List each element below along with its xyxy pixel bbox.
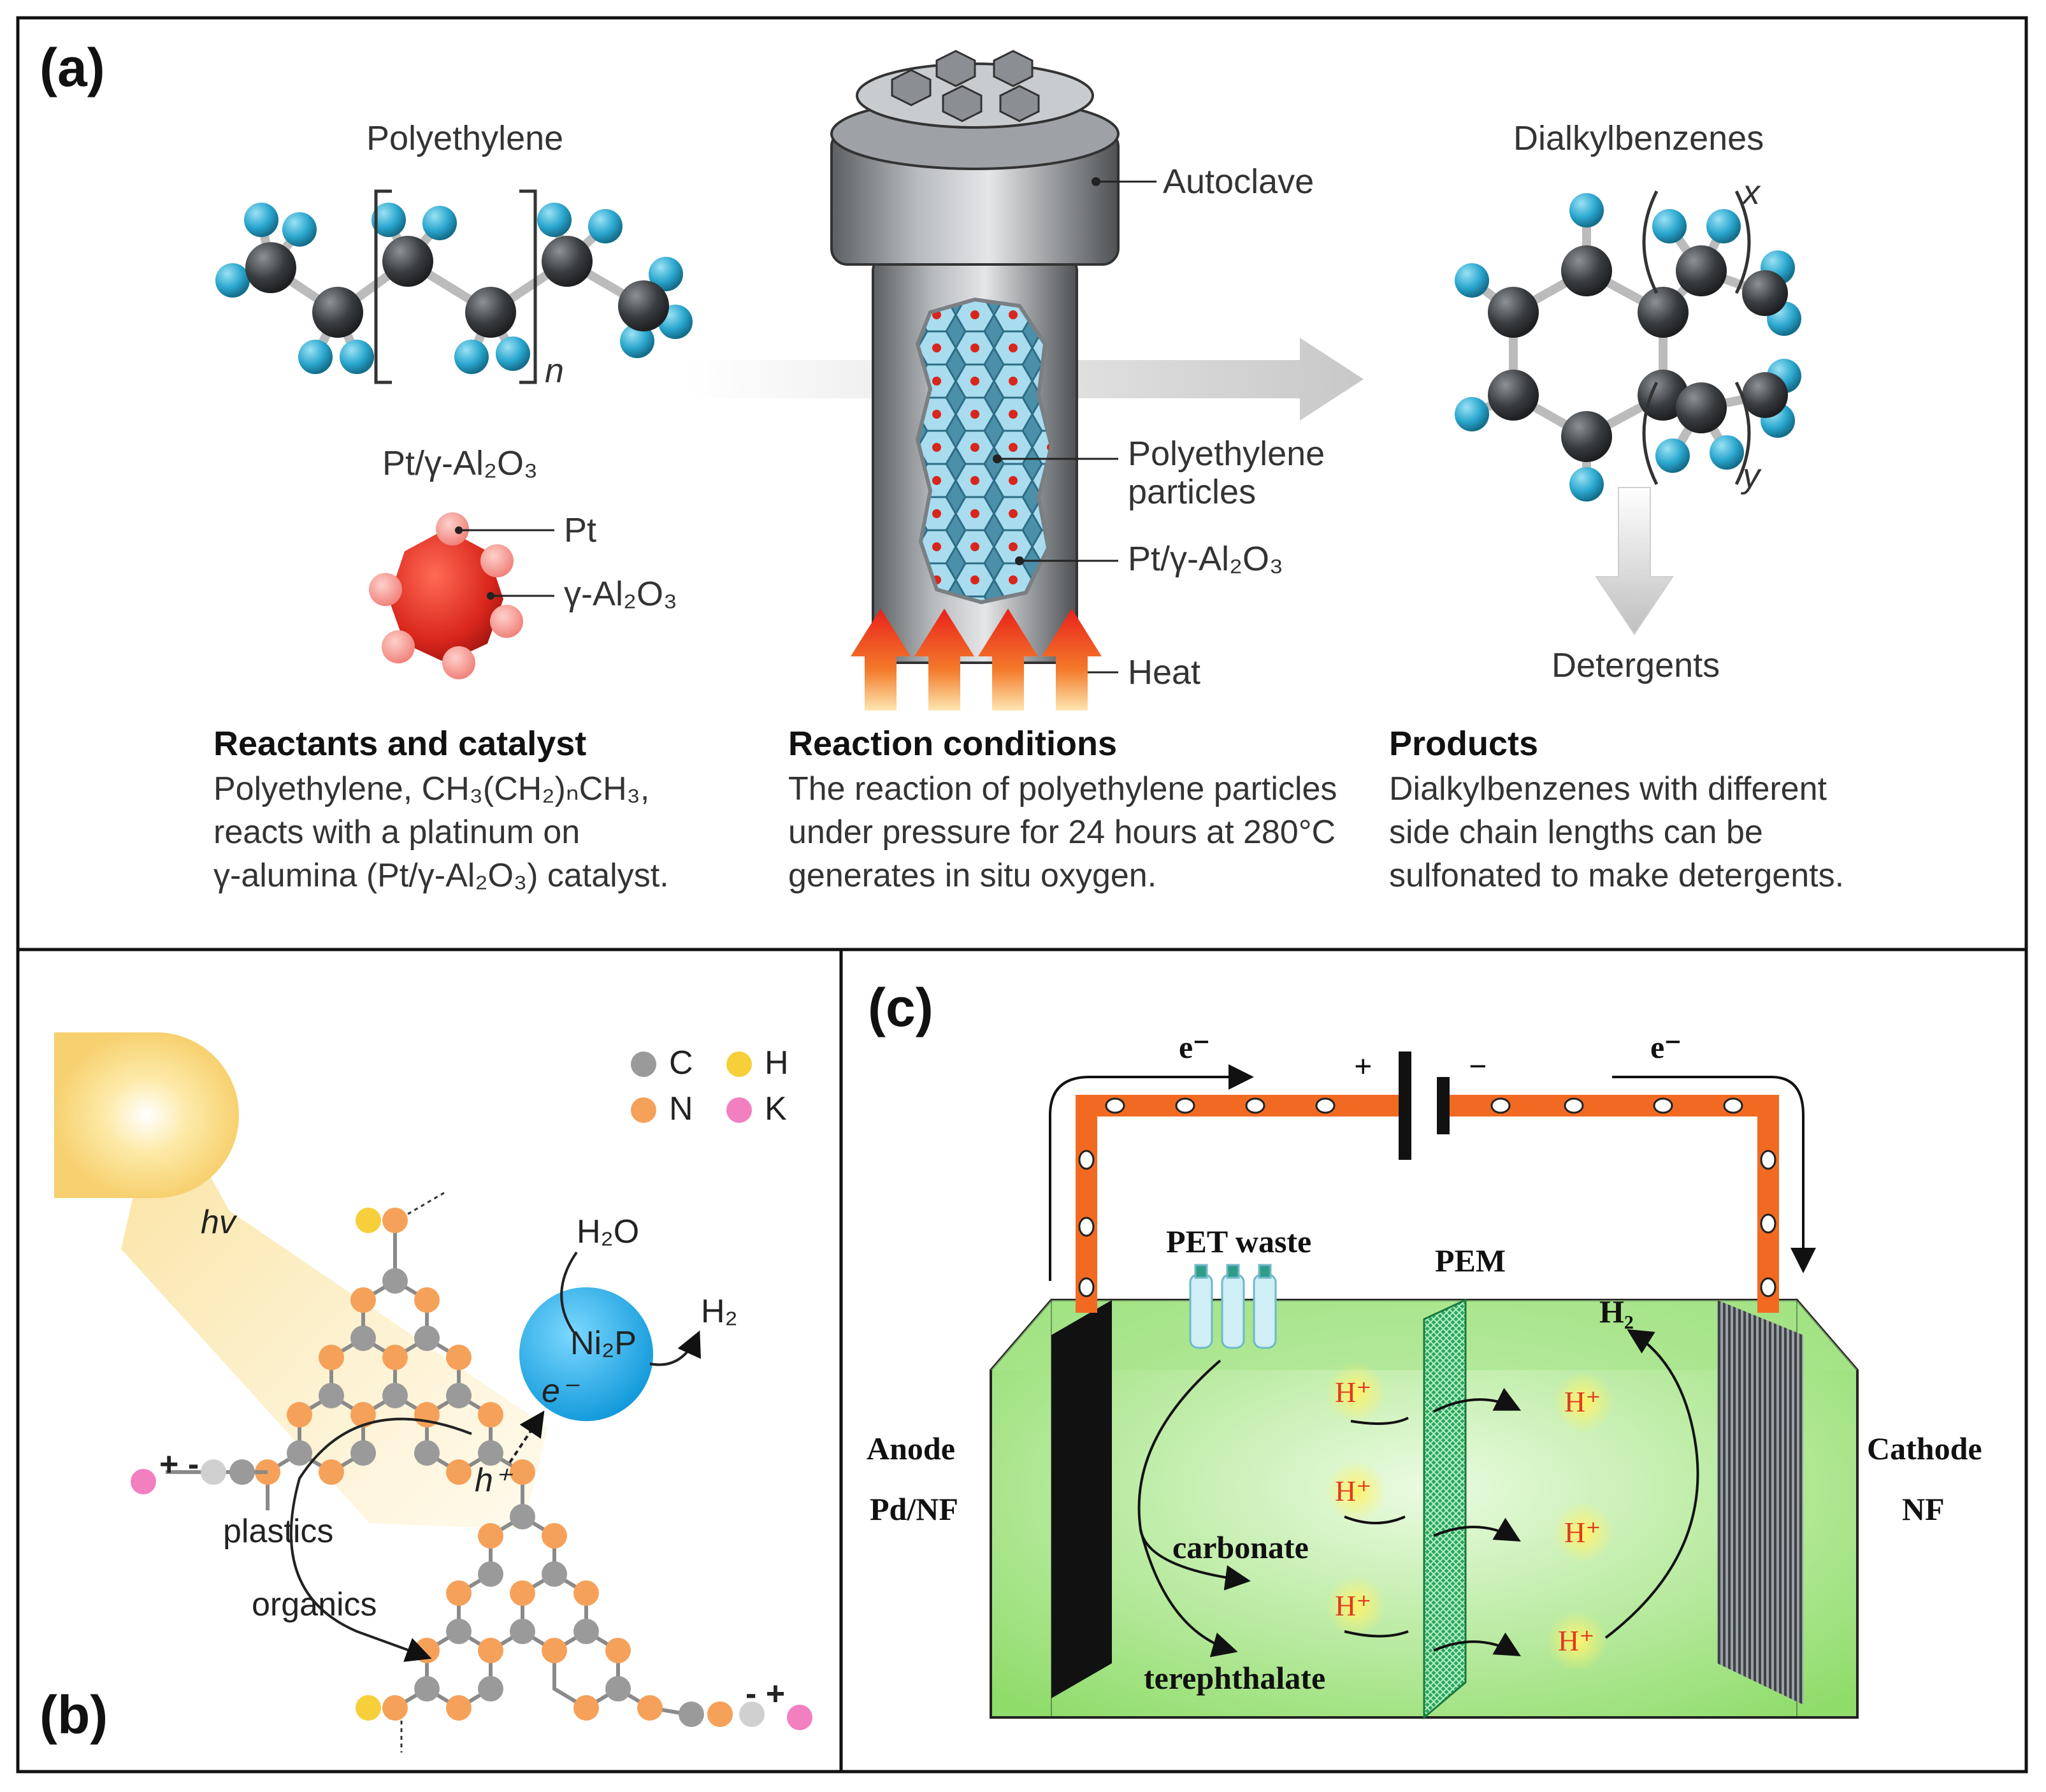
hv-label: hv [201, 1204, 238, 1241]
legend-k-label: K [765, 1090, 787, 1127]
heat-label: Heat [1128, 653, 1200, 691]
external-circuit [1049, 1051, 1816, 1313]
cathode-label: Cathode [1867, 1431, 1982, 1466]
battery-minus: − [1469, 1048, 1487, 1084]
catalyst-particle [369, 512, 554, 679]
caption-3-line-3: sulfonated to make detergents. [1389, 857, 1844, 894]
electron-right-label: e⁻ [1650, 1029, 1682, 1065]
pem-label: PEM [1435, 1243, 1506, 1278]
caption-2-line-2: under pressure for 24 hours at 280°C [788, 814, 1336, 851]
polyethylene-label: Polyethylene [366, 119, 563, 157]
caption-1-line-3: γ-alumina (Pt/γ-Al₂O₃) catalyst. [213, 857, 669, 894]
electron-left-label: e⁻ [1179, 1029, 1210, 1065]
pet-oxidation-arrow [1137, 1359, 1251, 1591]
light-source [54, 1032, 548, 1529]
proton-2: H⁺ [1335, 1475, 1372, 1507]
caption-2-line-1: The reaction of polyethylene particles [788, 770, 1337, 807]
polyethylene-molecule [215, 189, 693, 384]
anode-label: Anode [867, 1431, 955, 1466]
proton-3: H⁺ [1335, 1589, 1372, 1622]
dialkyl-label: Dialkylbenzenes [1513, 119, 1764, 157]
hydrogen-label: H₂ [701, 1293, 738, 1330]
pe-particles-label-1: Polyethylene [1128, 435, 1325, 473]
panel-c-frame [839, 948, 2028, 1774]
panel-b-letter: (b) [40, 1685, 108, 1745]
pet-waste-label: PET waste [1166, 1224, 1311, 1259]
carbonate-label: carbonate [1172, 1529, 1309, 1565]
heat-arrows [851, 609, 1102, 711]
caption-1-head: Reactants and catalyst [213, 725, 586, 763]
caption-3-line-1: Dialkylbenzenes with different [1389, 770, 1827, 807]
anode-electrode [1051, 1300, 1112, 1698]
panel-c-letter: (c) [868, 978, 933, 1037]
right-chain [707, 1702, 812, 1730]
proton-6: H⁺ [1558, 1624, 1595, 1657]
legend-k-dot [726, 1097, 752, 1123]
battery-plus: + [1354, 1048, 1372, 1084]
reactor-catalyst-label: Pt/γ-Al₂O₃ [1128, 540, 1283, 578]
anode-material-label: Pd/NF [870, 1491, 958, 1527]
plastics-label: plastics [223, 1513, 333, 1550]
hydrogen-arrow [649, 1330, 701, 1366]
ni2p-cocatalyst [519, 1287, 653, 1421]
ni2p-label: Ni₂P [570, 1325, 637, 1362]
pt-label: Pt [564, 511, 596, 549]
proton-glows [1325, 1362, 1614, 1672]
subscript-n: n [545, 352, 564, 390]
subscript-x: x [1741, 173, 1761, 212]
charge-left: + - [159, 1446, 199, 1483]
legend-h-dot [726, 1051, 752, 1077]
proton-5: H⁺ [1564, 1516, 1601, 1549]
terephthalate-arrow [1139, 1529, 1238, 1658]
hole-label: h⁺ [475, 1462, 513, 1499]
atom-legend: C H N K [631, 1044, 789, 1127]
caption-2-head: Reaction conditions [788, 725, 1117, 763]
pem-membrane [1423, 1298, 1467, 1720]
legend-c-dot [631, 1051, 656, 1077]
legend-h-label: H [765, 1044, 789, 1081]
water-arrow [560, 1251, 578, 1333]
charge-transfer-arrow [508, 1410, 545, 1464]
autoclave-label: Autoclave [1163, 163, 1314, 201]
catalyst-label: Pt/γ-Al₂O₃ [382, 444, 538, 482]
oxidation-arrow [289, 1417, 472, 1662]
electron-label: e⁻ [542, 1373, 580, 1410]
organics-label: organics [252, 1586, 377, 1623]
caption-1-line-2: reacts with a platinum on [213, 814, 580, 851]
detergent-arrow [1595, 487, 1674, 635]
autoclave [830, 50, 1156, 677]
legend-n-dot [631, 1097, 656, 1123]
left-chain [131, 1459, 268, 1494]
pet-bottles [1189, 1264, 1277, 1349]
caption-1-line-1: Polyethylene, CH₃(CH₂)ₙCH₃, [213, 770, 649, 807]
terephthalate-label: terephthalate [1144, 1660, 1325, 1696]
legend-c-label: C [669, 1044, 693, 1081]
proton-transport-arrows [1344, 1329, 1699, 1657]
cathode-electrode [1717, 1300, 1803, 1705]
charge-right: - + [746, 1675, 785, 1712]
caption-3-line-2: side chain lengths can be [1389, 814, 1763, 851]
alumina-label: γ-Al₂O₃ [564, 575, 677, 613]
subscript-y: y [1740, 457, 1762, 495]
dialkylbenzene-molecule [1455, 190, 1801, 502]
pe-particles-label-2: particles [1128, 473, 1256, 511]
caption-3-head: Products [1389, 725, 1538, 763]
panel-a-letter: (a) [40, 38, 105, 98]
water-label: H₂O [577, 1213, 639, 1250]
legend-n-label: N [669, 1090, 693, 1127]
proton-1: H⁺ [1335, 1376, 1372, 1408]
caption-2-line-3: generates in situ oxygen. [788, 857, 1156, 894]
cathode-material-label: NF [1902, 1491, 1945, 1527]
cathode-h2-label: H₂ [1599, 1294, 1634, 1329]
proton-4: H⁺ [1564, 1385, 1601, 1418]
detergents-label: Detergents [1552, 646, 1720, 684]
